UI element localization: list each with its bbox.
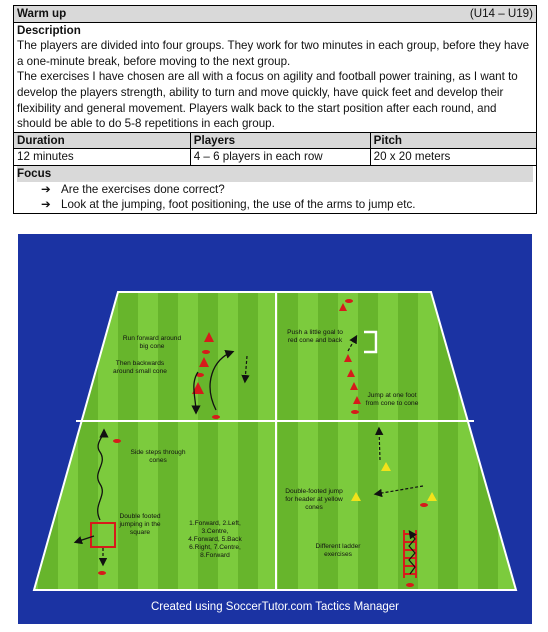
red-cone: [339, 303, 347, 311]
jump-square: [90, 522, 116, 548]
return-arrow: [241, 355, 250, 384]
red-cone: [199, 357, 209, 367]
flat-marker: [196, 373, 204, 377]
flat-marker: [113, 439, 121, 443]
description-paragraph: The players are divided into four groups…: [17, 39, 530, 68]
right-arrow-icon: ➔: [41, 198, 51, 212]
flat-marker: [345, 299, 353, 303]
red-cone: [350, 382, 358, 390]
description-cell: Description The players are divided into…: [13, 21, 537, 133]
description-heading: Description: [17, 23, 81, 37]
cone-drill-bottom-right: [351, 426, 437, 587]
players-value: 4 – 6 players in each row: [189, 148, 371, 166]
focus-cell: Focus ➔Are the exercises done correct? ➔…: [13, 164, 537, 214]
yellow-cone: [351, 492, 361, 501]
cone-drill-top-left: [191, 332, 250, 419]
run-arrow: [209, 349, 235, 411]
cone-drill-bottom-left: [73, 428, 121, 575]
red-cone: [192, 382, 204, 394]
pitch-value: 20 x 20 meters: [369, 148, 538, 166]
yellow-cone: [427, 492, 437, 501]
focus-item: ➔Are the exercises done correct?: [41, 182, 225, 196]
focus-heading: Focus: [17, 165, 533, 182]
mini-goal: [364, 330, 378, 354]
session-plan-table: Warm up (U14 – U19) Description The play…: [13, 5, 538, 214]
yellow-cone: [381, 462, 391, 471]
red-cone: [344, 354, 352, 362]
red-cone: [347, 369, 355, 377]
red-cone: [353, 396, 361, 404]
flat-marker: [406, 583, 414, 587]
side-step-arrow: [97, 428, 109, 521]
focus-item: ➔Look at the jumping, foot positioning, …: [41, 198, 416, 212]
red-cone: [204, 332, 214, 342]
age-range: (U14 – U19): [469, 7, 533, 20]
jump-arrow: [373, 485, 424, 498]
flat-marker: [98, 571, 106, 575]
ladder-arrow: [408, 530, 417, 575]
description-paragraph: The exercises I have chosen are all with…: [17, 70, 518, 131]
right-arrow-icon: ➔: [41, 182, 51, 196]
focus-list: ➔Are the exercises done correct? ➔Look a…: [17, 182, 533, 213]
duration-value: 12 minutes: [13, 148, 191, 166]
return-arrow: [374, 426, 384, 461]
diagram-footer: Created using SoccerTutor.com Tactics Ma…: [151, 601, 399, 613]
push-arrow: [347, 334, 358, 352]
session-title-cell: Warm up (U14 – U19): [13, 5, 537, 23]
flat-marker: [212, 415, 220, 419]
cone-drill-top-right: [339, 299, 378, 414]
pitch-label: Pitch: [369, 131, 538, 150]
jump-arrow: [73, 535, 95, 545]
flat-marker: [420, 503, 428, 507]
flat-marker: [202, 350, 210, 354]
session-title: Warm up: [17, 7, 67, 20]
backwards-arrow: [191, 371, 201, 415]
players-label: Players: [189, 131, 371, 150]
flat-marker: [351, 410, 359, 414]
label-sequence: 1.Forward, 2.Left,3.Centre,4.Forward, 5.…: [188, 520, 242, 559]
duration-label: Duration: [13, 131, 191, 150]
